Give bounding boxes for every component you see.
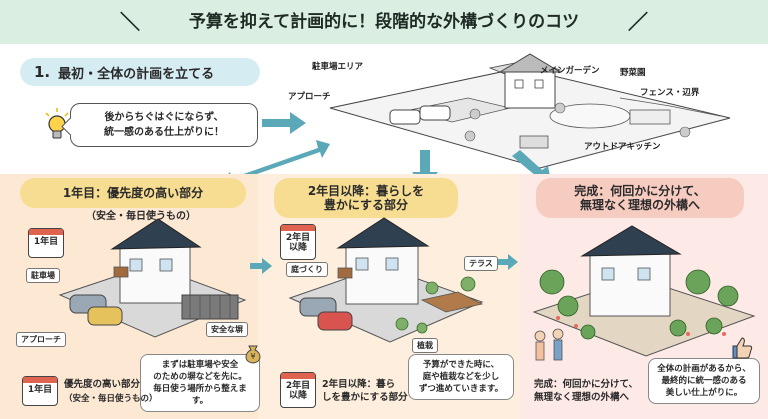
calendar-year2-caption-line-2: 以降 xyxy=(288,391,307,401)
step1-number: 1. xyxy=(34,63,51,81)
year2-note-line-2: 庭や植栽などを少し xyxy=(422,372,500,382)
year1-note-line-3: 毎日使う場所から整えます。 xyxy=(153,384,247,406)
tip-line-1: 後からちぐはぐにならず、 xyxy=(104,112,224,123)
tip-bubble: 後からちぐはぐにならず、 統一感のある仕上がりに！ xyxy=(70,103,258,147)
page-title: 予算を抑えて計画的に！段階的な外構づくりのコツ xyxy=(188,12,580,32)
complete-caption-line-2: 無理なく理想の外構へ xyxy=(534,392,630,403)
year2-note-line-3: ずつ進めていきます。 xyxy=(418,384,504,394)
header-slash-right: ／ xyxy=(628,10,648,34)
year1-heading: 1年目：優先度の高い部分 xyxy=(20,178,246,208)
year1-caption-line-1: 優先度の高い部分 xyxy=(64,379,141,390)
year1-caption: 優先度の高い部分 xyxy=(64,378,140,391)
plan-label-outdoor-kitchen: アウトドアキッチン xyxy=(584,142,661,152)
calendar-year2-line-2: 以降 xyxy=(288,243,307,253)
calendar-icon-year1-caption: 1年目 xyxy=(22,376,58,406)
arrow-right-icon xyxy=(262,112,306,134)
header-banner xyxy=(0,0,768,44)
year1-house-illustration xyxy=(58,218,247,338)
tag-planting: 植栽 xyxy=(412,338,438,353)
complete-note-line-1: 全体の計画があるから、 xyxy=(657,364,751,374)
svg-text:¥: ¥ xyxy=(250,352,255,361)
header-slash-left: ＼ xyxy=(120,10,140,34)
calendar-icon-year1: 1年目 xyxy=(28,228,64,258)
year2-caption-line-2: しを豊かにする部分 xyxy=(322,392,408,403)
complete-heading-line-1: 完成：何回かに分けて、 xyxy=(574,184,706,198)
calendar-icon-year2-caption: 2年目 以降 xyxy=(280,372,316,408)
year1-note-line-2: のための塀などを先に。 xyxy=(153,372,247,382)
year2-note: 予算ができた時に、 庭や植栽などを少し ずつ進めていきます。 xyxy=(408,354,514,400)
complete-note: 全体の計画があるから、 最終的に統一感のある 美しい仕上がりに。 xyxy=(648,358,760,404)
complete-heading: 完成：何回かに分けて、 無理なく理想の外構へ xyxy=(536,178,744,218)
complete-caption: 完成：何回かに分けて、 無理なく理想の外構へ xyxy=(534,378,638,404)
complete-house-illustration xyxy=(532,225,756,361)
year1-subtitle: （安全・毎日使うもの） xyxy=(86,211,196,222)
tag-garden: 庭づくり xyxy=(286,262,328,277)
step1-heading: 1. 最初・全体の計画を立てる xyxy=(20,58,260,86)
tag-approach: アプローチ xyxy=(16,332,66,347)
step1-label: 最初・全体の計画を立てる xyxy=(58,66,215,82)
tag-terrace: テラス xyxy=(464,256,498,271)
plan-label-fence: フェンス・辺界 xyxy=(640,88,700,98)
year2-note-line-1: 予算ができた時に、 xyxy=(422,360,500,370)
year2-heading-line-1: 2年目以降：暮らしを xyxy=(307,184,425,198)
calendar-icon-year2: 2年目 以降 xyxy=(280,224,316,260)
year2-caption: 2年目以降：暮ら しを豊かにする部分 xyxy=(322,378,408,404)
year1-note-line-1: まずは駐車場や安全 xyxy=(161,360,239,370)
year2-heading-line-2: 豊かにする部分 xyxy=(323,198,409,212)
master-plan-illustration xyxy=(329,53,731,169)
complete-note-line-3: 美しい仕上がりに。 xyxy=(665,388,743,398)
plan-label-vegetable: 野菜園 xyxy=(620,68,646,78)
calendar-year2-line-1: 2年目 xyxy=(285,233,311,243)
thumbs-up-icon xyxy=(732,337,753,359)
arrow-right-icon-2 xyxy=(250,258,272,274)
calendar-year2-caption-line-1: 2年目 xyxy=(285,381,311,391)
money-bag-icon: ¥ xyxy=(245,345,261,364)
complete-caption-line-1: 完成：何回かに分けて、 xyxy=(534,379,639,390)
tag-safe-fence: 安全な塀 xyxy=(206,322,248,337)
year1-caption-line-2: （安全・毎日使うもの） xyxy=(64,394,158,404)
arrow-right-icon-3 xyxy=(496,254,518,270)
plan-label-main-garden: メインガーデン xyxy=(540,66,600,76)
plan-label-approach: アプローチ xyxy=(288,92,331,102)
complete-heading-line-2: 無理なく理想の外構へ xyxy=(579,198,700,212)
plan-label-parking: 駐車場エリア xyxy=(312,62,364,72)
complete-note-line-2: 最終的に統一感のある xyxy=(661,376,747,386)
tip-line-2: 統一感のある仕上がりに！ xyxy=(104,127,224,138)
year2-house-illustration xyxy=(288,217,484,343)
year2-caption-line-1: 2年目以降：暮ら xyxy=(322,379,396,390)
year2-heading: 2年目以降：暮らしを 豊かにする部分 xyxy=(274,178,458,218)
tag-parking: 駐車場 xyxy=(26,268,60,283)
year1-note: まずは駐車場や安全 のための塀などを先に。 毎日使う場所から整えます。 xyxy=(140,354,260,412)
